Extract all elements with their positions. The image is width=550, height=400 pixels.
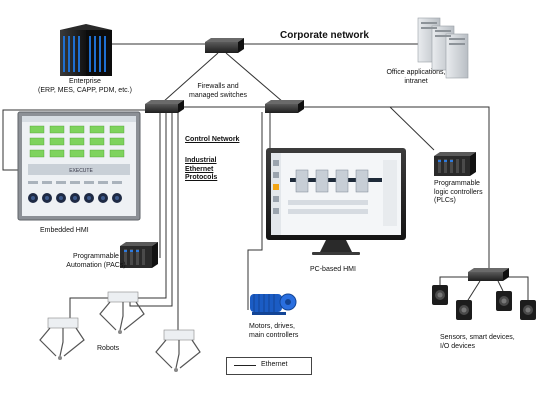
protocols-label-line3: Protocols: [185, 174, 218, 181]
legend-line-swatch: [234, 365, 256, 366]
enterprise-label-line2: (ERP, MES, CAPP, PDM, etc.): [38, 86, 132, 94]
office-label: Office applications, intranet: [370, 69, 462, 86]
office-label-line2: intranet: [404, 77, 428, 85]
link-switch-plc: [297, 106, 435, 151]
link-sensor-cam-4: [505, 276, 529, 300]
hmi-execute-bar: [28, 164, 130, 175]
hmi-small-labels: [28, 181, 122, 184]
link-switch-motor: [247, 112, 263, 310]
robot-icon-2: [99, 291, 145, 334]
hmi-execute-label: EXECUTE: [69, 168, 93, 174]
office-server-icon: [417, 17, 469, 79]
pac-device-icon: [120, 242, 158, 268]
pc-hmi-sidebar-icons: [273, 160, 279, 214]
legend-label: Ethernet: [261, 361, 288, 368]
core-switch: [205, 38, 244, 53]
robot-icon-3: [155, 329, 201, 372]
firewalls-label-line2: managed switches: [189, 91, 247, 99]
plc-device-icon: [434, 152, 476, 176]
sensors-label-line2: I/O devices: [440, 342, 476, 350]
ethernet-lines: [2, 43, 529, 330]
pac-label-line1: Programmable: [73, 253, 119, 260]
motor-icon: [250, 293, 297, 315]
plc-label-line1: Programmable: [434, 180, 480, 187]
embedded-hmi-label: Embedded HMI: [40, 227, 89, 234]
sensors-label: Sensors, smart devices, I/O devices: [440, 334, 515, 351]
link-sensor-cam-3: [497, 280, 504, 292]
sensor-camera-icon-3: [496, 291, 512, 311]
link-core-switch-right: [225, 52, 284, 103]
protocols-label-line2: Ethernet: [185, 165, 214, 173]
plc-label-line3: (PLCs): [434, 197, 456, 204]
pc-hmi-process-graphic: [288, 169, 382, 214]
pac-label: Programmable Automation (PACs): [56, 253, 136, 270]
enterprise-label: Enterprise (ERP, MES, CAPP, PDM, etc.): [20, 78, 150, 95]
robots-label: Robots: [97, 345, 120, 352]
motors-label-line2: main controllers: [249, 331, 299, 339]
enterprise-label-line1: Enterprise: [69, 78, 101, 85]
legend: Ethernet: [226, 357, 312, 375]
corporate-network-label: Corporate network: [280, 30, 369, 41]
switch-right: [265, 100, 304, 113]
link-switch-robot-2: [129, 112, 173, 307]
switch-sensors: [468, 268, 509, 281]
firewalls-label-line1: Firewalls and: [197, 83, 239, 90]
motors-label: Motors, drives, main controllers: [249, 323, 298, 340]
enterprise-server-icon: [60, 24, 112, 76]
link-switch-sensors: [301, 106, 490, 270]
control-network-label: Control Network: [185, 136, 240, 143]
ethernet-protocols-label: Industrial Ethernet Protocols: [185, 157, 217, 183]
hmi-knobs: [28, 193, 122, 203]
sensor-camera-icon-2: [456, 300, 472, 320]
pac-label-line2: Automation (PACs): [66, 261, 126, 269]
motors-label-line1: Motors, drives,: [249, 323, 295, 330]
protocols-label-line1: Industrial: [185, 157, 217, 164]
office-label-line1: Office applications,: [386, 69, 446, 76]
switch-left: [145, 100, 184, 113]
link-switch-hmi: [2, 109, 145, 171]
plc-label: Programmable logic controllers (PLCs): [434, 180, 483, 206]
sensors-label-line1: Sensors, smart devices,: [440, 334, 515, 341]
pc-hmi-monitor: [266, 148, 406, 255]
pc-hmi-label: PC-based HMI: [310, 266, 356, 273]
hmi-green-buttons: [29, 125, 125, 158]
robot-icon-1: [39, 317, 85, 360]
embedded-hmi-panel: [17, 111, 141, 221]
link-sensor-cam-1: [439, 276, 472, 285]
link-core-switch-left: [162, 52, 219, 103]
sensor-camera-icon-1: [432, 285, 448, 305]
link-sensor-cam-2: [467, 280, 481, 301]
firewalls-label: Firewalls and managed switches: [178, 83, 258, 100]
sensor-camera-icon-4: [520, 300, 536, 320]
plc-label-line2: logic controllers: [434, 188, 483, 196]
